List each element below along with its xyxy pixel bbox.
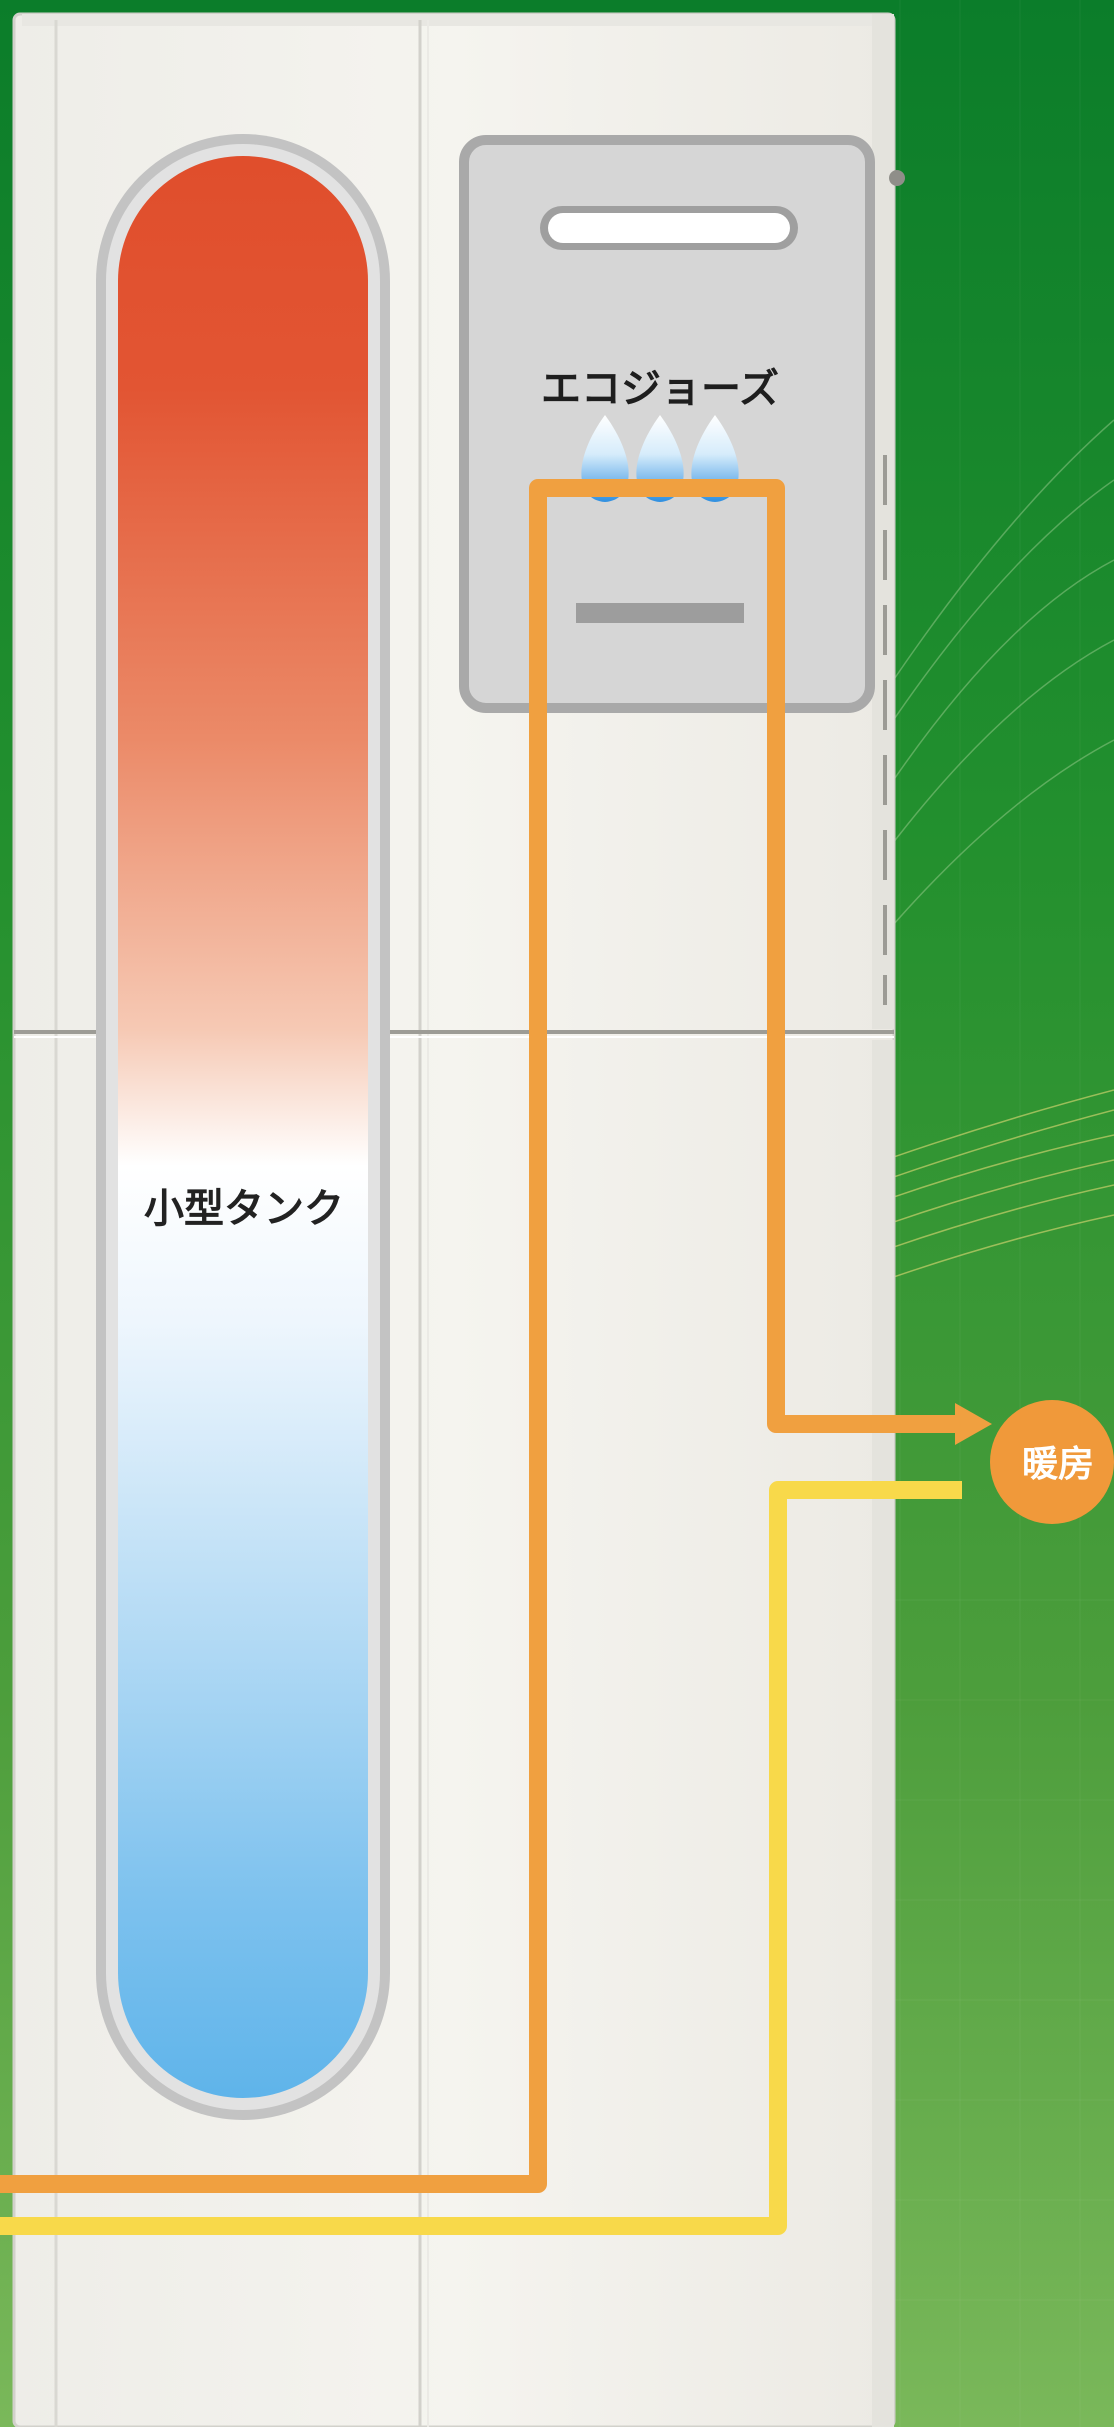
burner-bar	[576, 603, 744, 623]
supply-pipe	[0, 479, 960, 2193]
heating-badge	[990, 1400, 1114, 1524]
tank	[96, 134, 390, 2120]
arrow-icon	[955, 1403, 992, 1445]
unit-label: エコジョーズ	[541, 366, 779, 412]
decorative-swoosh	[879, 419, 1114, 941]
tank-label: 小型タンク	[144, 1186, 344, 1232]
return-pipe	[0, 1481, 962, 2235]
heating-label: 暖房	[1022, 1444, 1094, 1485]
decorative-swoosh-yellow	[884, 1089, 1114, 1281]
tank-gradient	[118, 156, 368, 2098]
background-grid	[880, 0, 1114, 2427]
